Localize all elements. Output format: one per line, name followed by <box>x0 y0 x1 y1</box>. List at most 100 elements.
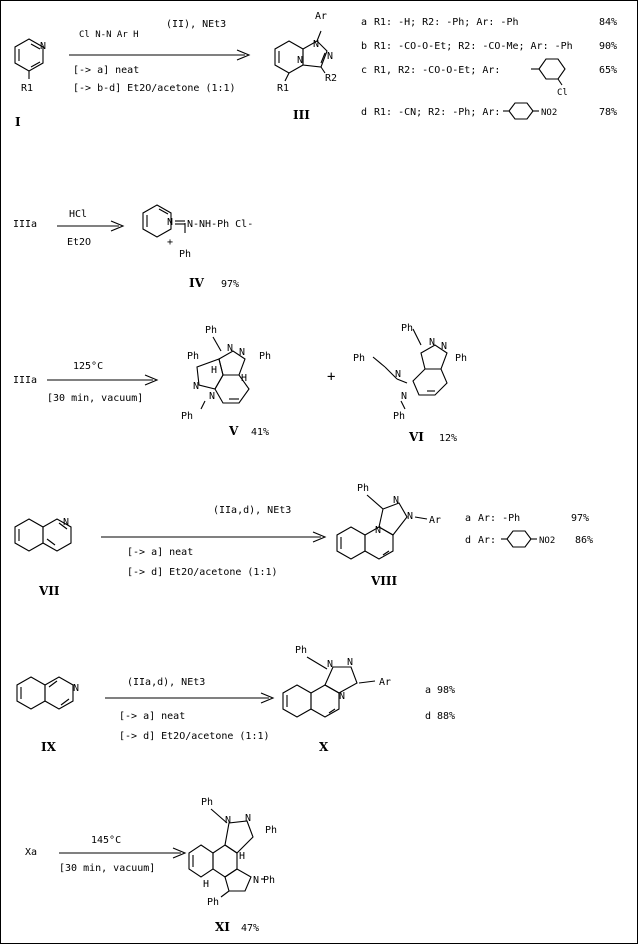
triazoloisoquinoline-structure-X: Ph Ar N N N <box>282 645 391 718</box>
scheme5-entry-a-yield: 98% <box>437 685 456 696</box>
scheme5-entry-d-letter: d <box>425 711 432 722</box>
compound-V-yield: 41% <box>251 427 270 438</box>
svg-text:N: N <box>339 691 345 702</box>
svg-text:+: + <box>167 237 173 248</box>
svg-text:Ph: Ph <box>265 825 277 836</box>
reaction-arrow-5 <box>105 692 275 704</box>
pyridine-structure-I: N <box>14 38 46 79</box>
triazoloquinoline-structure-VIII: Ph Ar N N N <box>336 483 441 560</box>
scheme5-cond-a: [-> a] neat <box>119 711 186 722</box>
svg-text:Ph: Ph <box>263 875 275 886</box>
compound-label-I: I <box>15 115 21 129</box>
entry-c-yield: 65% <box>599 65 618 76</box>
entry-b-yield: 90% <box>599 41 618 52</box>
reaction-arrow-1 <box>69 49 251 61</box>
svg-text:Ph: Ph <box>295 645 307 656</box>
svg-text:N: N <box>441 341 447 352</box>
product-r1: R1 <box>277 83 290 94</box>
svg-text:Ph: Ph <box>455 353 467 364</box>
start-substituent: R1 <box>21 83 34 94</box>
svg-text:Ph: Ph <box>181 411 193 422</box>
svg-text:N: N <box>209 391 215 402</box>
entry-a-yield: 84% <box>599 17 618 28</box>
scheme2-start: IIIa <box>13 219 38 230</box>
entry-d-text: R1: -CN; R2: -Ph; Ar: <box>374 107 501 118</box>
isoquinoline-structure-IX: N <box>16 676 79 710</box>
svg-text:N: N <box>239 347 245 358</box>
entry-d-letter: d <box>361 107 368 118</box>
svg-text:N: N <box>407 511 413 522</box>
scheme4-nitrophenyl-ring <box>501 530 537 548</box>
svg-text:N: N <box>313 39 319 50</box>
svg-text:N: N <box>395 369 401 380</box>
compound-label-IX: IX <box>41 740 56 754</box>
svg-text:N: N <box>167 217 173 228</box>
scheme4-entry-a-text: Ar: -Ph <box>478 513 521 524</box>
compound-label-VIII: VIII <box>371 574 398 588</box>
scheme6-cond-bottom: [30 min, vacuum] <box>59 863 156 874</box>
entry-d-extra: NO2 <box>541 108 558 118</box>
condition-b-d: [-> b-d] Et2O/acetone (1:1) <box>73 83 236 94</box>
svg-text:N: N <box>63 517 69 528</box>
scheme4-entry-a-letter: a <box>465 513 472 524</box>
compound-label-V: V <box>229 424 239 438</box>
svg-text:N: N <box>327 659 333 670</box>
compound-XI-yield: 47% <box>241 923 260 934</box>
scheme5-reagent: (IIa,d), NEt3 <box>127 677 206 688</box>
svg-text:N: N <box>393 495 399 506</box>
svg-text:H: H <box>239 851 245 862</box>
entry-c-extra: Cl <box>557 88 568 98</box>
scheme3-start: IIIa <box>13 375 38 386</box>
svg-text:H: H <box>203 879 209 890</box>
entry-b-letter: b <box>361 41 368 52</box>
svg-text:N: N <box>253 875 259 886</box>
scheme4-cond-a: [-> a] neat <box>127 547 194 558</box>
entry-c-letter: c <box>361 65 368 76</box>
svg-text:Ar: Ar <box>429 515 441 526</box>
svg-text:Ph: Ph <box>201 797 213 808</box>
svg-text:N: N <box>40 41 46 52</box>
scheme4-entry-d-letter: d <box>465 535 472 546</box>
product-r2: R2 <box>325 73 338 84</box>
svg-text:N: N <box>429 337 435 348</box>
svg-text:N: N <box>225 815 231 826</box>
entry-d-yield: 78% <box>599 107 618 118</box>
svg-text:Ar: Ar <box>379 677 391 688</box>
svg-text:N: N <box>193 381 199 392</box>
svg-text:H: H <box>211 365 217 376</box>
entry-b-text: R1: -CO-O-Et; R2: -CO-Me; Ar: -Ph <box>374 41 573 52</box>
svg-text:Ph: Ph <box>205 325 217 336</box>
svg-text:N: N <box>375 525 381 536</box>
scheme4-entry-d-yield: 86% <box>575 535 594 546</box>
svg-text:Ph: Ph <box>353 353 365 364</box>
reagent-label: (II), NEt3 <box>166 19 227 30</box>
entry-c-text: R1, R2: -CO-O-Et; Ar: <box>374 65 501 76</box>
svg-text:N: N <box>297 55 303 66</box>
compound-label-X: X <box>319 740 329 754</box>
scheme5-cond-d: [-> d] Et2O/acetone (1:1) <box>119 731 270 742</box>
compound-label-III: III <box>293 108 310 122</box>
svg-text:Ph: Ph <box>207 897 219 908</box>
compound-label-VII: VII <box>39 584 60 598</box>
scheme5-entry-a-letter: a <box>425 685 432 696</box>
scheme2-reagent-top: HCl <box>69 209 88 220</box>
entry-a-text: R1: -H; R2: -Ph; Ar: -Ph <box>374 17 519 28</box>
svg-text:Ph: Ph <box>187 351 199 362</box>
reaction-arrow-6 <box>59 847 187 859</box>
quinoline-structure-VII: N <box>14 517 72 552</box>
nitrophenyl-ring <box>503 102 539 120</box>
scheme3-cond-top: 125°C <box>73 361 104 372</box>
triazolopyridine-structure-III: N N N <box>274 30 333 82</box>
compound-label-VI: VI <box>409 430 424 444</box>
scheme3-cond-bottom: [30 min, vacuum] <box>47 393 144 404</box>
product-ar: Ar <box>315 11 328 22</box>
tricyclic-structure-V: Ph Ph Ph Ph N N N N H H <box>181 325 271 422</box>
scheme2-reagent-bottom: Et2O <box>67 237 92 248</box>
svg-text:Ph: Ph <box>401 323 413 334</box>
scheme4-cond-d: [-> d] Et2O/acetone (1:1) <box>127 567 278 578</box>
compound-label-XI: XI <box>215 920 230 934</box>
svg-text:N: N <box>347 657 353 668</box>
scheme4-entry-d-text: Ar: <box>478 535 497 546</box>
svg-text:N: N <box>401 391 407 402</box>
